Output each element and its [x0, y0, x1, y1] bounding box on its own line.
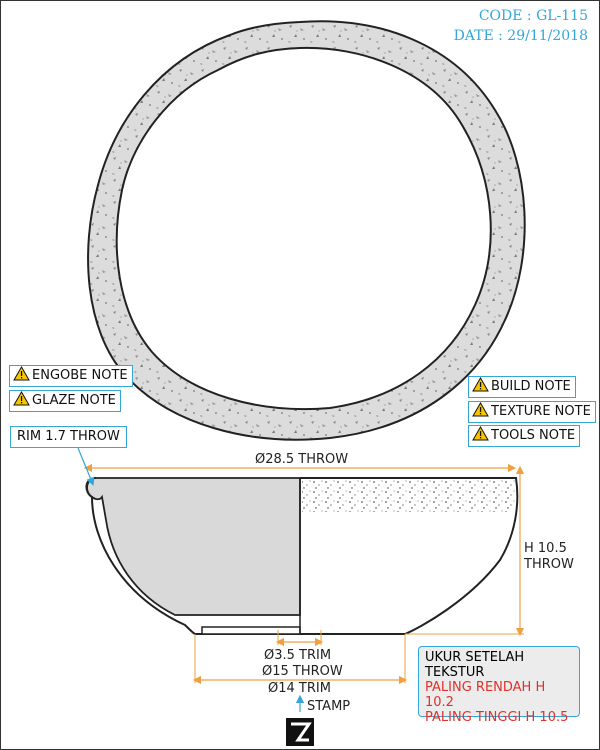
tools-note-label: TOOLS NOTE — [491, 428, 576, 443]
info-line2: TEKSTUR — [425, 665, 485, 680]
stamp-label: STAMP — [307, 699, 351, 714]
texture-note-label: TEXTURE NOTE — [491, 404, 591, 419]
build-note-label: BUILD NOTE — [491, 379, 571, 394]
bowl-cross-section — [86, 477, 301, 616]
info-min-height: PALING RENDAH H 10.2 — [425, 680, 546, 710]
engobe-note[interactable]: ENGOBE NOTE — [9, 365, 133, 387]
bowl-outer-profile — [85, 477, 519, 635]
info-line1: UKUR SETELAH — [425, 650, 525, 665]
glaze-note[interactable]: GLAZE NOTE — [9, 390, 121, 412]
measurement-info-box: UKUR SETELAH TEKSTUR PALING RENDAH H 10.… — [418, 646, 580, 725]
warning-icon — [472, 426, 489, 441]
foot-ring — [201, 626, 301, 635]
outer-texture-band — [302, 480, 516, 512]
warning-icon — [13, 366, 30, 381]
texture-note[interactable]: TEXTURE NOTE — [468, 401, 596, 423]
warning-icon — [472, 377, 489, 392]
diameter-top-label: Ø28.5 THROW — [253, 452, 351, 467]
warning-icon — [472, 402, 489, 417]
throw-base-label: Ø15 THROW — [262, 664, 343, 679]
trim-inner-label: Ø3.5 TRIM — [264, 648, 332, 663]
warning-icon — [13, 391, 30, 406]
stamp-logo — [286, 718, 314, 746]
height-label-line1: H 10.5 — [524, 541, 567, 556]
engobe-note-label: ENGOBE NOTE — [32, 368, 128, 383]
height-label-line2: THROW — [524, 557, 574, 572]
glaze-note-label: GLAZE NOTE — [32, 393, 116, 408]
trim-base-label: Ø14 TRIM — [268, 681, 331, 696]
rim-leader — [77, 447, 95, 486]
info-max-height: PALING TINGGI H 10.5 — [425, 710, 569, 725]
code-label: CODE : GL-115 — [478, 8, 588, 24]
build-note[interactable]: BUILD NOTE — [468, 376, 576, 398]
date-label: DATE : 29/11/2018 — [453, 28, 588, 44]
rim-note[interactable]: RIM 1.7 THROW — [10, 426, 127, 448]
top-view-ring — [87, 20, 526, 441]
tools-note[interactable]: TOOLS NOTE — [468, 425, 581, 447]
